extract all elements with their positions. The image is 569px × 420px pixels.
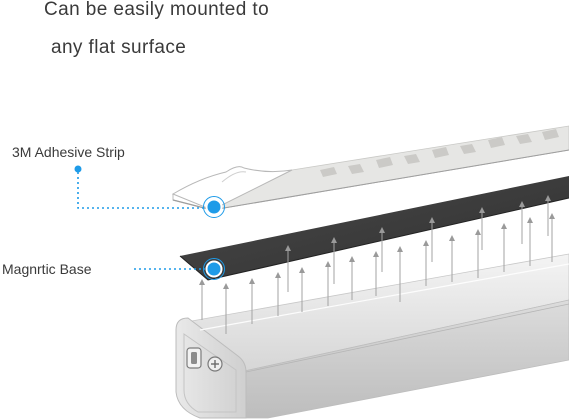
magnetic-base-label: Magnrtic Base	[2, 261, 92, 277]
headline-line-1: Can be easily mounted to	[44, 0, 270, 20]
headline-line-2: any flat surface	[51, 37, 187, 58]
aluminum-housing	[175, 253, 569, 419]
screw-icon	[207, 356, 223, 372]
adhesive-strip	[171, 125, 569, 211]
adhesive-callout-connector	[74, 165, 225, 218]
magnetic-callout-connector	[134, 258, 225, 280]
magnetic-base	[179, 176, 569, 281]
usb-port-icon	[186, 347, 202, 369]
adhesive-strip-label: 3M Adhesive Strip	[12, 144, 125, 160]
mounting-arrows	[199, 195, 555, 334]
